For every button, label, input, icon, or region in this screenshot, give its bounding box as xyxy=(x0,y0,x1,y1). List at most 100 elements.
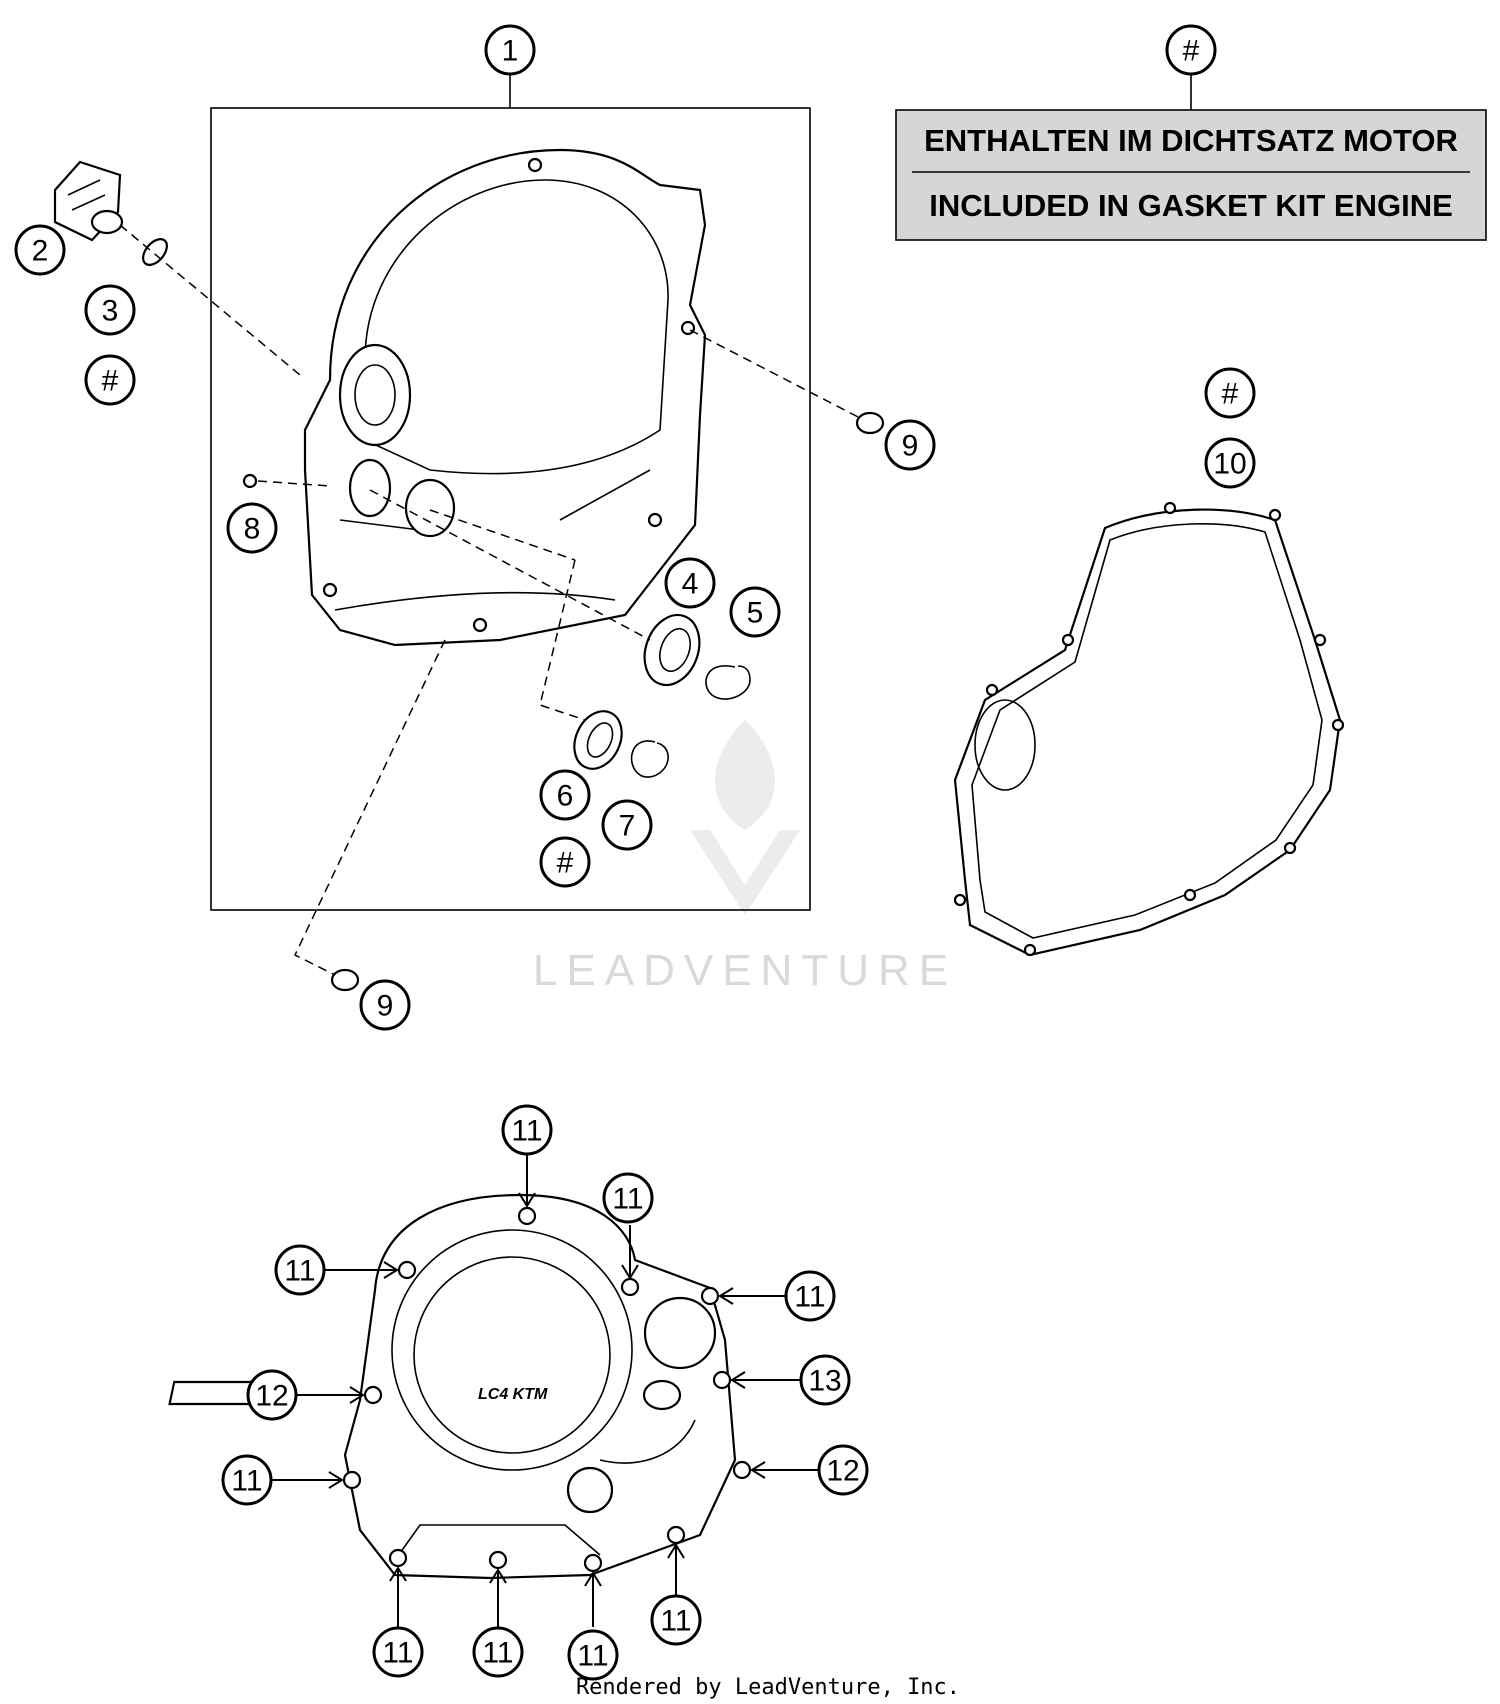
screw-head xyxy=(388,1548,408,1568)
mounted-cover-dome xyxy=(391,1229,633,1471)
mounted-cover-rib xyxy=(394,1419,696,1561)
arrow-11-bottom-1 xyxy=(389,1566,407,1627)
lead-2-3 xyxy=(119,224,301,376)
callout-10-hash-label: # xyxy=(1222,378,1239,411)
arrow-11-bottom-2 xyxy=(489,1568,507,1627)
callout-11-upper-mid: 11 xyxy=(602,1172,654,1224)
gasket-kit-note: ENTHALTEN IM DICHTSATZ MOTOR INCLUDED IN… xyxy=(895,74,1487,241)
callout-11-bottom-3: 11 xyxy=(567,1629,619,1681)
mounted-cover-cap xyxy=(643,1296,717,1370)
screw-arrows xyxy=(272,1155,818,1627)
callout-9-bottom-label: 9 xyxy=(377,990,394,1023)
lead-8 xyxy=(257,480,331,487)
ball-8-drawing xyxy=(242,473,258,489)
callout-11-label: 11 xyxy=(231,1465,262,1498)
shaft-seal-4-drawing xyxy=(643,613,701,687)
arrow-12-right xyxy=(750,1461,818,1479)
oil-filler-bore-inner xyxy=(354,364,396,426)
callout-10: 10 xyxy=(1204,437,1256,489)
arrow-11-mid-left xyxy=(272,1471,344,1489)
mounted-cover-dome-inner xyxy=(413,1256,611,1454)
callout-9-bottom: 9 xyxy=(359,979,411,1031)
callout-13-label: 13 xyxy=(808,1365,841,1398)
ktm-logo-text: LC4 KTM xyxy=(478,1386,548,1403)
callout-11-label: 11 xyxy=(612,1183,643,1216)
shaft-seal-6-drawing xyxy=(573,710,623,770)
screw-head xyxy=(397,1260,417,1280)
lead-6b xyxy=(429,509,576,561)
callout-note-hash-label: # xyxy=(1183,35,1200,68)
callout-11-mid-left: 11 xyxy=(221,1454,273,1506)
gasket-hole-4 xyxy=(1331,718,1345,732)
callout-11-bottom-1: 11 xyxy=(372,1626,424,1678)
callout-11-label: 11 xyxy=(511,1115,542,1148)
callout-3-label: 3 xyxy=(102,295,119,328)
gasket-hole-8 xyxy=(953,893,967,907)
shaft-seat-1 xyxy=(348,458,392,518)
callout-12-label: 12 xyxy=(826,1455,859,1488)
note-box xyxy=(895,109,1487,241)
seal-6-outer xyxy=(573,710,623,770)
callout-2-label: 2 xyxy=(32,235,49,268)
screw-head xyxy=(342,1470,362,1490)
gasket-hole-7 xyxy=(1023,943,1037,957)
arrow-11-top xyxy=(518,1155,536,1208)
clutch-cover-dome xyxy=(364,179,669,475)
callout-5: 5 xyxy=(729,586,781,638)
callout-8: 8 xyxy=(226,502,278,554)
watermark-text: LEADVENTURE xyxy=(533,946,957,995)
callout-12-left: 12 xyxy=(246,1369,298,1421)
note-line-en: INCLUDED IN GASKET KIT ENGINE xyxy=(929,188,1453,223)
callout-11-bottom-2: 11 xyxy=(472,1626,524,1678)
callout-3: 3 xyxy=(84,284,136,336)
callout-11-top: 11 xyxy=(501,1104,553,1156)
screw-heads xyxy=(342,1206,752,1573)
clutch-cover-body xyxy=(303,148,707,647)
gasket-hole-2 xyxy=(1268,508,1282,522)
callout-3-hash-label: # xyxy=(102,365,119,398)
callout-11-label: 11 xyxy=(660,1605,691,1638)
callout-11-label: 11 xyxy=(794,1281,825,1314)
callout-4: 4 xyxy=(664,557,716,609)
plug-thread xyxy=(90,209,124,235)
callout-11-label: 11 xyxy=(284,1255,315,1288)
oil-filler-bore xyxy=(338,343,412,447)
gasket-hole-1 xyxy=(1163,501,1177,515)
shaft-seat-2 xyxy=(404,478,456,538)
callout-1-label: 1 xyxy=(502,35,519,68)
lead-6 xyxy=(539,559,586,721)
callout-6: 6 xyxy=(539,769,591,821)
seal-4-inner xyxy=(659,627,691,673)
screw-head xyxy=(488,1550,508,1570)
callout-2: 2 xyxy=(14,224,66,276)
gasket-hole-3 xyxy=(1313,633,1327,647)
callout-6-hash-label: # xyxy=(557,847,574,880)
cover-boss-2 xyxy=(680,320,696,336)
callout-4-label: 4 xyxy=(682,568,699,601)
watermark-v-icon xyxy=(690,830,800,915)
callout-5-label: 5 xyxy=(747,597,764,630)
dowel-9-top-body xyxy=(855,411,885,435)
screw-head xyxy=(666,1525,686,1545)
seal-6-inner xyxy=(586,722,614,758)
watermark-flame-icon xyxy=(715,720,775,830)
callout-11-label: 11 xyxy=(577,1640,608,1673)
screw-head xyxy=(620,1277,640,1297)
gasket-hole-6 xyxy=(1183,888,1197,902)
gasket-hole-10 xyxy=(1061,633,1075,647)
callout-11-label: 11 xyxy=(482,1637,513,1670)
callout-8-label: 8 xyxy=(244,513,261,546)
lead-9-bottom xyxy=(294,639,446,976)
callout-11-bottom-4: 11 xyxy=(650,1594,702,1646)
screw-head xyxy=(517,1206,537,1226)
screw-head xyxy=(712,1370,732,1390)
callout-1: 1 xyxy=(484,24,536,76)
callout-12-label: 12 xyxy=(255,1380,288,1413)
seal-4-outer xyxy=(643,613,701,687)
callout-note-hash: # xyxy=(1165,24,1217,76)
gasket-hole-9 xyxy=(985,683,999,697)
callout-3-hash: # xyxy=(84,354,136,406)
footer-credit: Rendered by LeadVenture, Inc. xyxy=(576,1675,960,1700)
arrow-11-bottom-3 xyxy=(584,1571,602,1627)
